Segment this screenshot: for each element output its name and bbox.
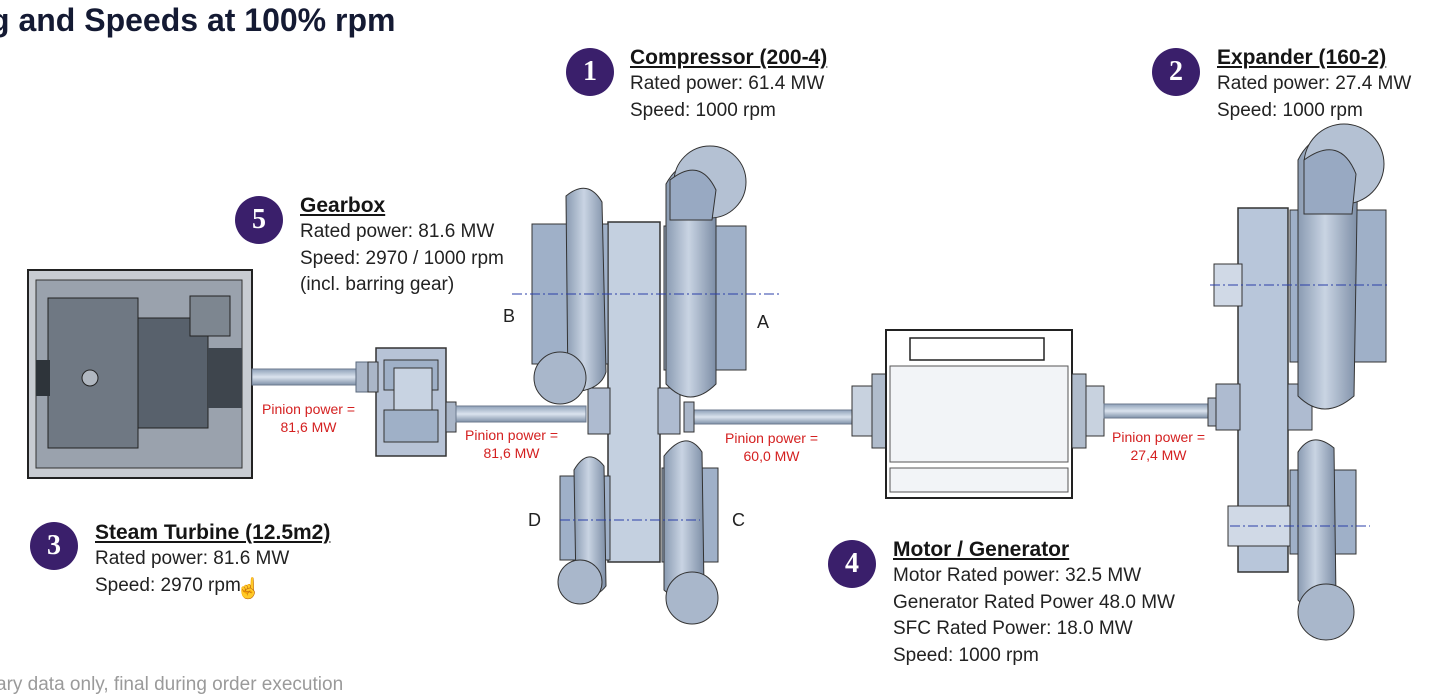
generator-rated-power: Generator Rated Power 48.0 MW <box>893 591 1175 613</box>
compressor-shape <box>512 145 780 625</box>
steam-turbine-image <box>27 269 253 479</box>
gearbox-shape <box>367 347 457 457</box>
motor-rated-power: Motor Rated power: 32.5 MW <box>893 565 1142 586</box>
pinion-power-2: Pinion power =81,6 MW <box>465 427 559 461</box>
turbine-name: Steam Turbine (12.5m2) <box>95 521 331 544</box>
compressor-speed: Speed: 1000 rpm <box>630 99 776 121</box>
point-b-label: B <box>503 306 516 326</box>
motor-number-badge: 4 <box>828 540 876 588</box>
gearbox-spec: Gearbox Rated power: 81.6 MW Speed: 2970… <box>300 193 504 299</box>
gearbox-number-badge: 5 <box>235 196 283 244</box>
turbine-number-badge: 3 <box>30 522 78 570</box>
compressor-name: Compressor (200-4) <box>630 46 828 69</box>
compressor-number-badge: 1 <box>566 48 614 96</box>
point-c-label: C <box>732 510 745 530</box>
turbine-power: Rated power: 81.6 MW <box>95 548 290 569</box>
turbine-spec: Steam Turbine (12.5m2) Rated power: 81.6… <box>95 520 330 599</box>
gearbox-speed: Speed: 2970 / 1000 rpm <box>300 247 504 269</box>
gearbox-note: (incl. barring gear) <box>300 274 455 295</box>
pinion-power-3: Pinion power =60,0 MW <box>725 430 819 464</box>
motor-generator-shape <box>851 329 1105 499</box>
motor-name: Motor / Generator <box>893 538 1070 561</box>
point-a-label: A <box>757 312 770 332</box>
motor-speed: Speed: 1000 rpm <box>893 644 1039 666</box>
hand-pointer-icon: ☝ <box>236 578 261 600</box>
sfc-rated-power: SFC Rated Power: 18.0 MW <box>893 618 1133 639</box>
footer-disclaimer: ary data only, final during order execut… <box>0 674 344 695</box>
pinion-power-1: Pinion power =81,6 MW <box>262 401 356 435</box>
expander-speed: Speed: 1000 rpm <box>1217 99 1363 121</box>
turbine-speed: Speed: 2970 rpm <box>95 574 241 596</box>
compressor-spec: Compressor (200-4) Rated power: 61.4 MW … <box>630 45 827 124</box>
page-title: g and Speeds at 100% rpm <box>0 2 396 38</box>
compressor-power: Rated power: 61.4 MW <box>630 73 825 94</box>
motor-spec: Motor / Generator Motor Rated power: 32.… <box>893 537 1175 669</box>
expander-power: Rated power: 27.4 MW <box>1217 73 1412 94</box>
expander-spec: Expander (160-2) Rated power: 27.4 MW Sp… <box>1217 45 1411 124</box>
gearbox-name: Gearbox <box>300 194 386 217</box>
point-d-label: D <box>528 510 541 530</box>
expander-name: Expander (160-2) <box>1217 46 1387 69</box>
expander-shape <box>1210 123 1390 641</box>
expander-number-badge: 2 <box>1152 48 1200 96</box>
gearbox-power: Rated power: 81.6 MW <box>300 221 495 242</box>
pinion-power-4: Pinion power =27,4 MW <box>1112 429 1206 463</box>
